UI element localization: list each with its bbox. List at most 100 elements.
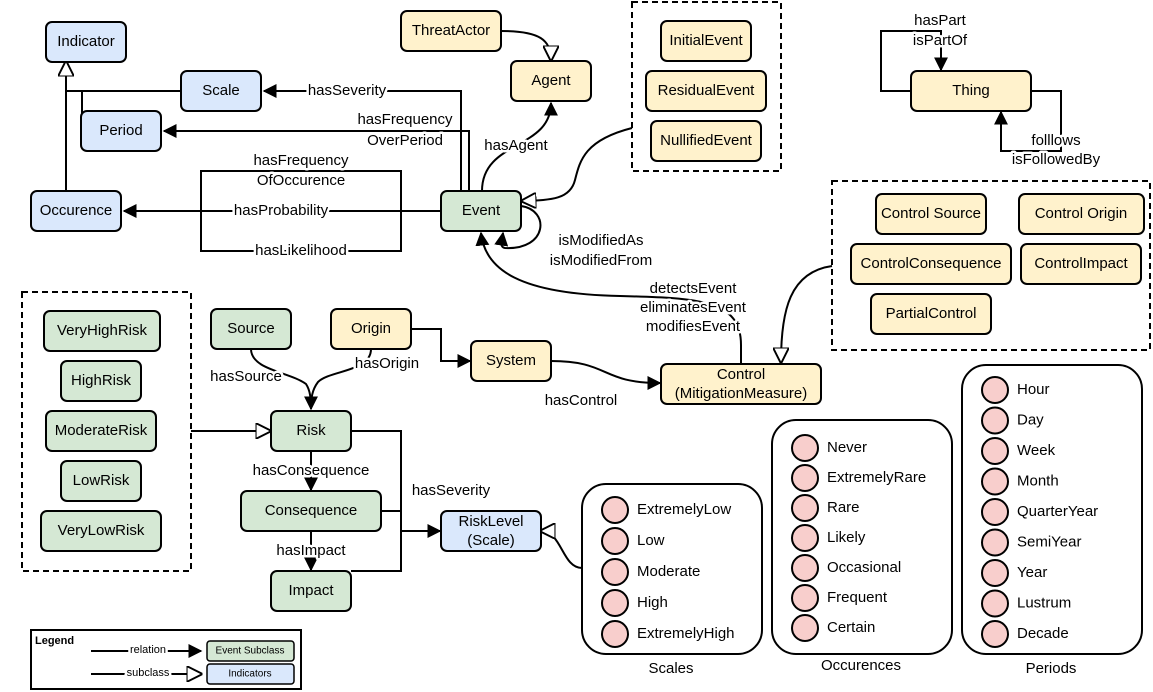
- edge-has-part: [880, 30, 948, 92]
- occurence-node[interactable]: Occurence: [30, 190, 122, 232]
- consequence-node[interactable]: Consequence: [240, 490, 382, 532]
- indicator-node[interactable]: Indicator: [45, 21, 127, 63]
- risk-label: Risk: [296, 422, 326, 439]
- control-consequence-node[interactable]: ControlConsequence: [850, 243, 1012, 285]
- scale-node[interactable]: Scale: [180, 70, 262, 112]
- scales-item-marker: [601, 620, 629, 648]
- periods-group: HourDayWeekMonthQuarterYearSemiYearYearL…: [961, 364, 1143, 677]
- occurences-item[interactable]: Certain: [791, 614, 875, 642]
- edge-is-modified-as: [494, 205, 542, 250]
- source-node[interactable]: Source: [210, 308, 292, 350]
- occurences-item[interactable]: Frequent: [791, 584, 888, 612]
- agent-node[interactable]: Agent: [510, 60, 592, 102]
- occurences-item-marker: [791, 554, 819, 582]
- residual-event-node[interactable]: ResidualEvent: [645, 70, 767, 112]
- label-is-followed-by: isFollowedBy: [1012, 151, 1101, 168]
- origin-node[interactable]: Origin: [330, 308, 412, 350]
- occurences-item[interactable]: Likely: [791, 524, 866, 552]
- thing-label: Thing: [952, 82, 990, 99]
- scales-item-label: Moderate: [637, 563, 700, 580]
- control-source-node[interactable]: Control Source: [875, 193, 987, 235]
- risk-node[interactable]: Risk: [270, 410, 352, 452]
- periods-item[interactable]: Hour: [981, 376, 1050, 404]
- occurences-item-label: Rare: [827, 499, 860, 516]
- periods-item[interactable]: QuarterYear: [981, 498, 1098, 526]
- impact-node[interactable]: Impact: [270, 570, 352, 612]
- scales-item[interactable]: ExtremelyLow: [601, 496, 731, 524]
- scales-item-marker: [601, 527, 629, 555]
- thing-node[interactable]: Thing: [910, 70, 1032, 112]
- very-low-risk-node[interactable]: VeryLowRisk: [40, 510, 162, 552]
- scales-item[interactable]: Moderate: [601, 558, 700, 586]
- scales-item[interactable]: Low: [601, 527, 665, 555]
- control-impact-node[interactable]: ControlImpact: [1020, 243, 1142, 285]
- occurences-item[interactable]: Never: [791, 434, 867, 462]
- periods-item-marker: [981, 559, 1009, 587]
- periods-item[interactable]: Day: [981, 406, 1044, 435]
- edge-detects-event: [475, 231, 742, 364]
- periods-item-marker: [981, 498, 1009, 526]
- nullified-event-node[interactable]: NullifiedEvent: [650, 120, 762, 162]
- control-impact-label: ControlImpact: [1034, 255, 1128, 272]
- occurences-item-marker: [791, 434, 819, 462]
- periods-item[interactable]: Year: [981, 559, 1047, 587]
- periods-item[interactable]: Month: [981, 467, 1059, 496]
- periods-title: Periods: [1026, 660, 1077, 677]
- periods-item[interactable]: Lustrum: [981, 589, 1071, 618]
- legend-event-subclass-swatch: [206, 640, 295, 662]
- moderate-risk-node[interactable]: ModerateRisk: [45, 410, 157, 452]
- label-detects-event: detectsEvent: [650, 280, 738, 297]
- period-node[interactable]: Period: [80, 110, 162, 152]
- periods-item-marker: [981, 620, 1009, 648]
- risk-level-node[interactable]: RiskLevel (Scale): [440, 510, 542, 552]
- moderate-risk-label: ModerateRisk: [55, 422, 148, 439]
- edge-has-agent: [481, 101, 558, 192]
- occurences-item-label: Likely: [827, 529, 866, 546]
- partial-control-node[interactable]: PartialControl: [870, 293, 992, 335]
- occurences-title: Occurences: [821, 657, 901, 674]
- periods-item-label: Day: [1017, 411, 1044, 428]
- low-risk-node[interactable]: LowRisk: [60, 460, 142, 502]
- high-risk-node[interactable]: HighRisk: [60, 360, 142, 402]
- edge-threatactor-subclass-agent: [500, 30, 551, 60]
- periods-item-label: Month: [1017, 472, 1059, 489]
- scales-item[interactable]: High: [601, 589, 668, 617]
- periods-item[interactable]: SemiYear: [981, 528, 1081, 557]
- nullified-event-label: NullifiedEvent: [660, 132, 753, 149]
- periods-item[interactable]: Decade: [981, 620, 1069, 648]
- occurences-item[interactable]: Occasional: [791, 554, 901, 582]
- very-high-risk-node[interactable]: VeryHighRisk: [43, 310, 161, 352]
- scales-item-label: ExtremelyLow: [637, 501, 731, 518]
- system-node[interactable]: System: [470, 340, 552, 382]
- initial-event-node[interactable]: InitialEvent: [660, 20, 752, 62]
- occurences-item-label: Frequent: [827, 589, 888, 606]
- occurences-item-label: Certain: [827, 619, 875, 636]
- scales-group: ExtremelyLowLowModerateHighExtremelyHigh…: [581, 483, 763, 677]
- label-has-consequence: hasConsequence: [253, 462, 370, 479]
- control-origin-node[interactable]: Control Origin: [1018, 193, 1145, 235]
- scales-item-label: Low: [637, 532, 665, 549]
- event-subtypes-group: [631, 1, 782, 172]
- scales-title: Scales: [648, 660, 693, 677]
- label-has-severity-scale: hasSeverity: [308, 82, 387, 99]
- legend: Legend relation subclass Event Subclass …: [30, 629, 302, 690]
- consequence-label: Consequence: [265, 502, 358, 519]
- edge-has-frequency-of-occurence: [200, 170, 402, 211]
- control-source-label: Control Source: [881, 205, 981, 222]
- scales-item[interactable]: ExtremelyHigh: [601, 620, 735, 648]
- occurences-item[interactable]: Rare: [791, 494, 860, 522]
- threat-actor-node[interactable]: ThreatActor: [400, 10, 502, 52]
- control-node[interactable]: Control (MitigationMeasure): [660, 363, 822, 405]
- periods-item-marker: [981, 376, 1009, 404]
- label-has-control: hasControl: [545, 392, 618, 409]
- period-label: Period: [99, 122, 142, 139]
- impact-label: Impact: [288, 582, 334, 599]
- control-origin-label: Control Origin: [1035, 205, 1128, 222]
- scale-label: Scale: [202, 82, 240, 99]
- occurences-item[interactable]: ExtremelyRare: [791, 464, 926, 492]
- event-node[interactable]: Event: [440, 190, 522, 232]
- periods-item[interactable]: Week: [981, 437, 1056, 465]
- label-has-frequency-1: hasFrequency: [357, 111, 453, 128]
- occurences-item-marker: [791, 614, 819, 642]
